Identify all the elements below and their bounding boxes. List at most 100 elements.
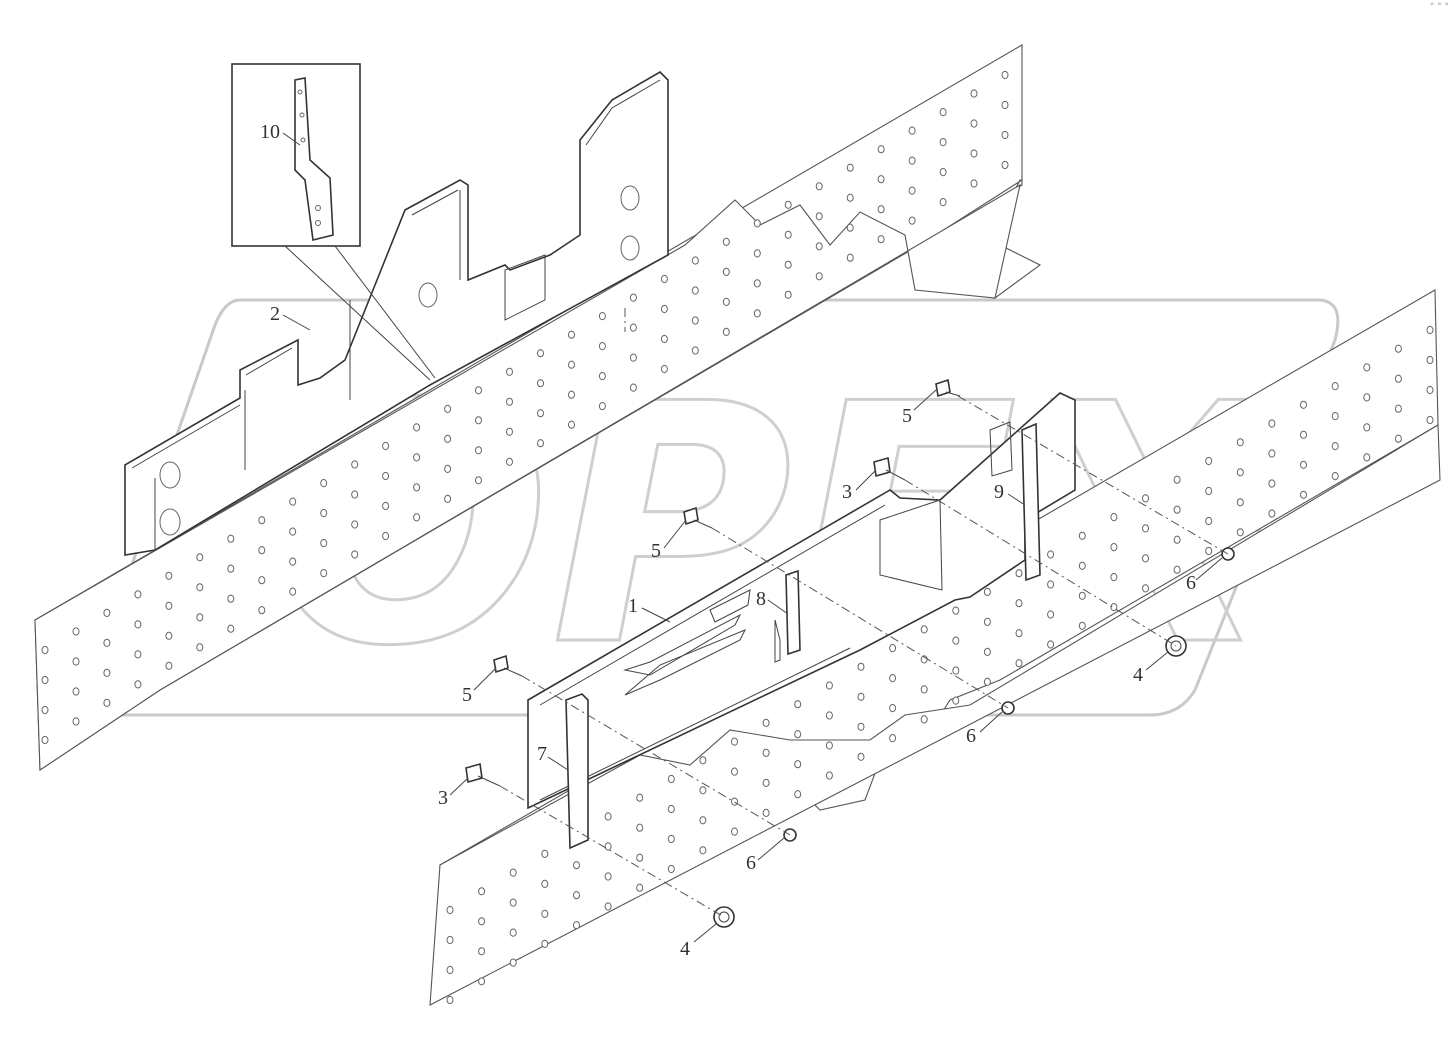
callout-8: 8 [756,588,766,610]
rail-hole [509,958,517,967]
rail-hole [509,928,517,937]
rail-hole [1110,603,1118,612]
rail-hole [1300,490,1307,499]
rail-hole [857,662,865,671]
rail-hole [475,446,482,455]
rail-hole [72,627,80,636]
rail-hole [1110,513,1118,522]
rail-hole [41,735,49,745]
callout-3-low: 3 [438,787,448,809]
rail-hole [604,842,612,851]
rail-hole [258,606,266,615]
rail-hole [573,891,580,900]
rail-hole [1015,569,1023,578]
rail-hole [699,786,707,795]
rail-hole [604,902,612,911]
rail-hole [877,175,885,184]
rail-hole [722,327,730,336]
rail-hole [629,323,637,332]
rail-hole [920,685,928,694]
rail-hole [1173,565,1181,574]
rail-hole [908,156,916,165]
rail-hole [165,661,173,670]
rail-hole [227,534,235,543]
rail-hole [509,898,517,907]
rail-hole [1205,546,1213,556]
rail-hole [722,297,730,306]
rail-hole [289,497,297,506]
rail-hole [1173,475,1181,484]
rail-hole [983,617,991,627]
rail-hole [753,249,761,258]
rail-hole [604,872,612,881]
rail-hole [908,186,916,195]
rail-hole [72,717,80,726]
rail-hole [134,650,142,659]
rail-hole [1394,434,1402,443]
rail-hole [289,557,297,566]
rail-hole [1047,640,1055,649]
rail-hole [691,256,699,265]
rail-hole [134,620,142,629]
rail-hole [629,383,637,392]
rail-hole [846,193,854,202]
rail-hole [506,457,513,466]
detail-box-part-10 [231,63,436,381]
rail-hole [475,386,482,395]
rail-hole [857,692,865,701]
part-1-plate [527,392,1076,810]
rail-hole [598,312,606,321]
rail-hole [1300,430,1307,439]
rail-hole [722,237,730,246]
rail-hole [320,479,328,488]
rail-hole [541,939,549,949]
rail-hole [691,316,699,325]
rail-hole [506,427,513,436]
rail-hole [1394,374,1402,383]
rail-hole [1047,610,1055,619]
rail-hole [351,550,359,559]
rail-hole [351,520,359,529]
rail-hole [541,909,549,919]
callout-4-low: 4 [680,938,690,960]
corner-mark: ° ° ° [1429,2,1449,12]
rail-hole [660,304,668,314]
rail-hole [320,569,328,578]
part-8-strip [785,569,801,656]
rail-hole [952,666,960,675]
leader-lines [282,132,1223,943]
rail-hole [134,590,142,599]
rail-hole [857,722,865,731]
rail-hole [444,434,452,443]
part-9-strip [1021,422,1041,582]
rail-hole [636,883,644,892]
rail-hole [889,644,897,653]
rail-hole [1426,355,1434,365]
rail-hole [103,608,111,618]
rail-hole [72,657,80,666]
rail-hole [784,260,792,269]
rail-hole [731,767,738,776]
rail-hole [794,700,802,709]
rail-hole [825,771,833,780]
rail-hole [877,205,885,214]
rail-hole [573,861,580,870]
rail-hole [815,212,823,221]
rail-hole [889,734,897,743]
rail-hole [920,625,928,634]
rail-hole [784,290,792,299]
callout-2: 2 [270,303,280,325]
rail-hole [970,89,978,98]
rail-hole [762,718,770,728]
rail-hole [506,397,513,406]
rail-hole [41,705,49,715]
rail-hole [877,145,885,154]
rail-hole [1142,554,1149,563]
rail-hole [537,439,544,448]
rail-hole [541,879,549,889]
rail-hole [1394,404,1402,413]
rail-hole [825,741,833,750]
rail-hole [509,868,517,877]
rail-hole [1300,460,1307,469]
